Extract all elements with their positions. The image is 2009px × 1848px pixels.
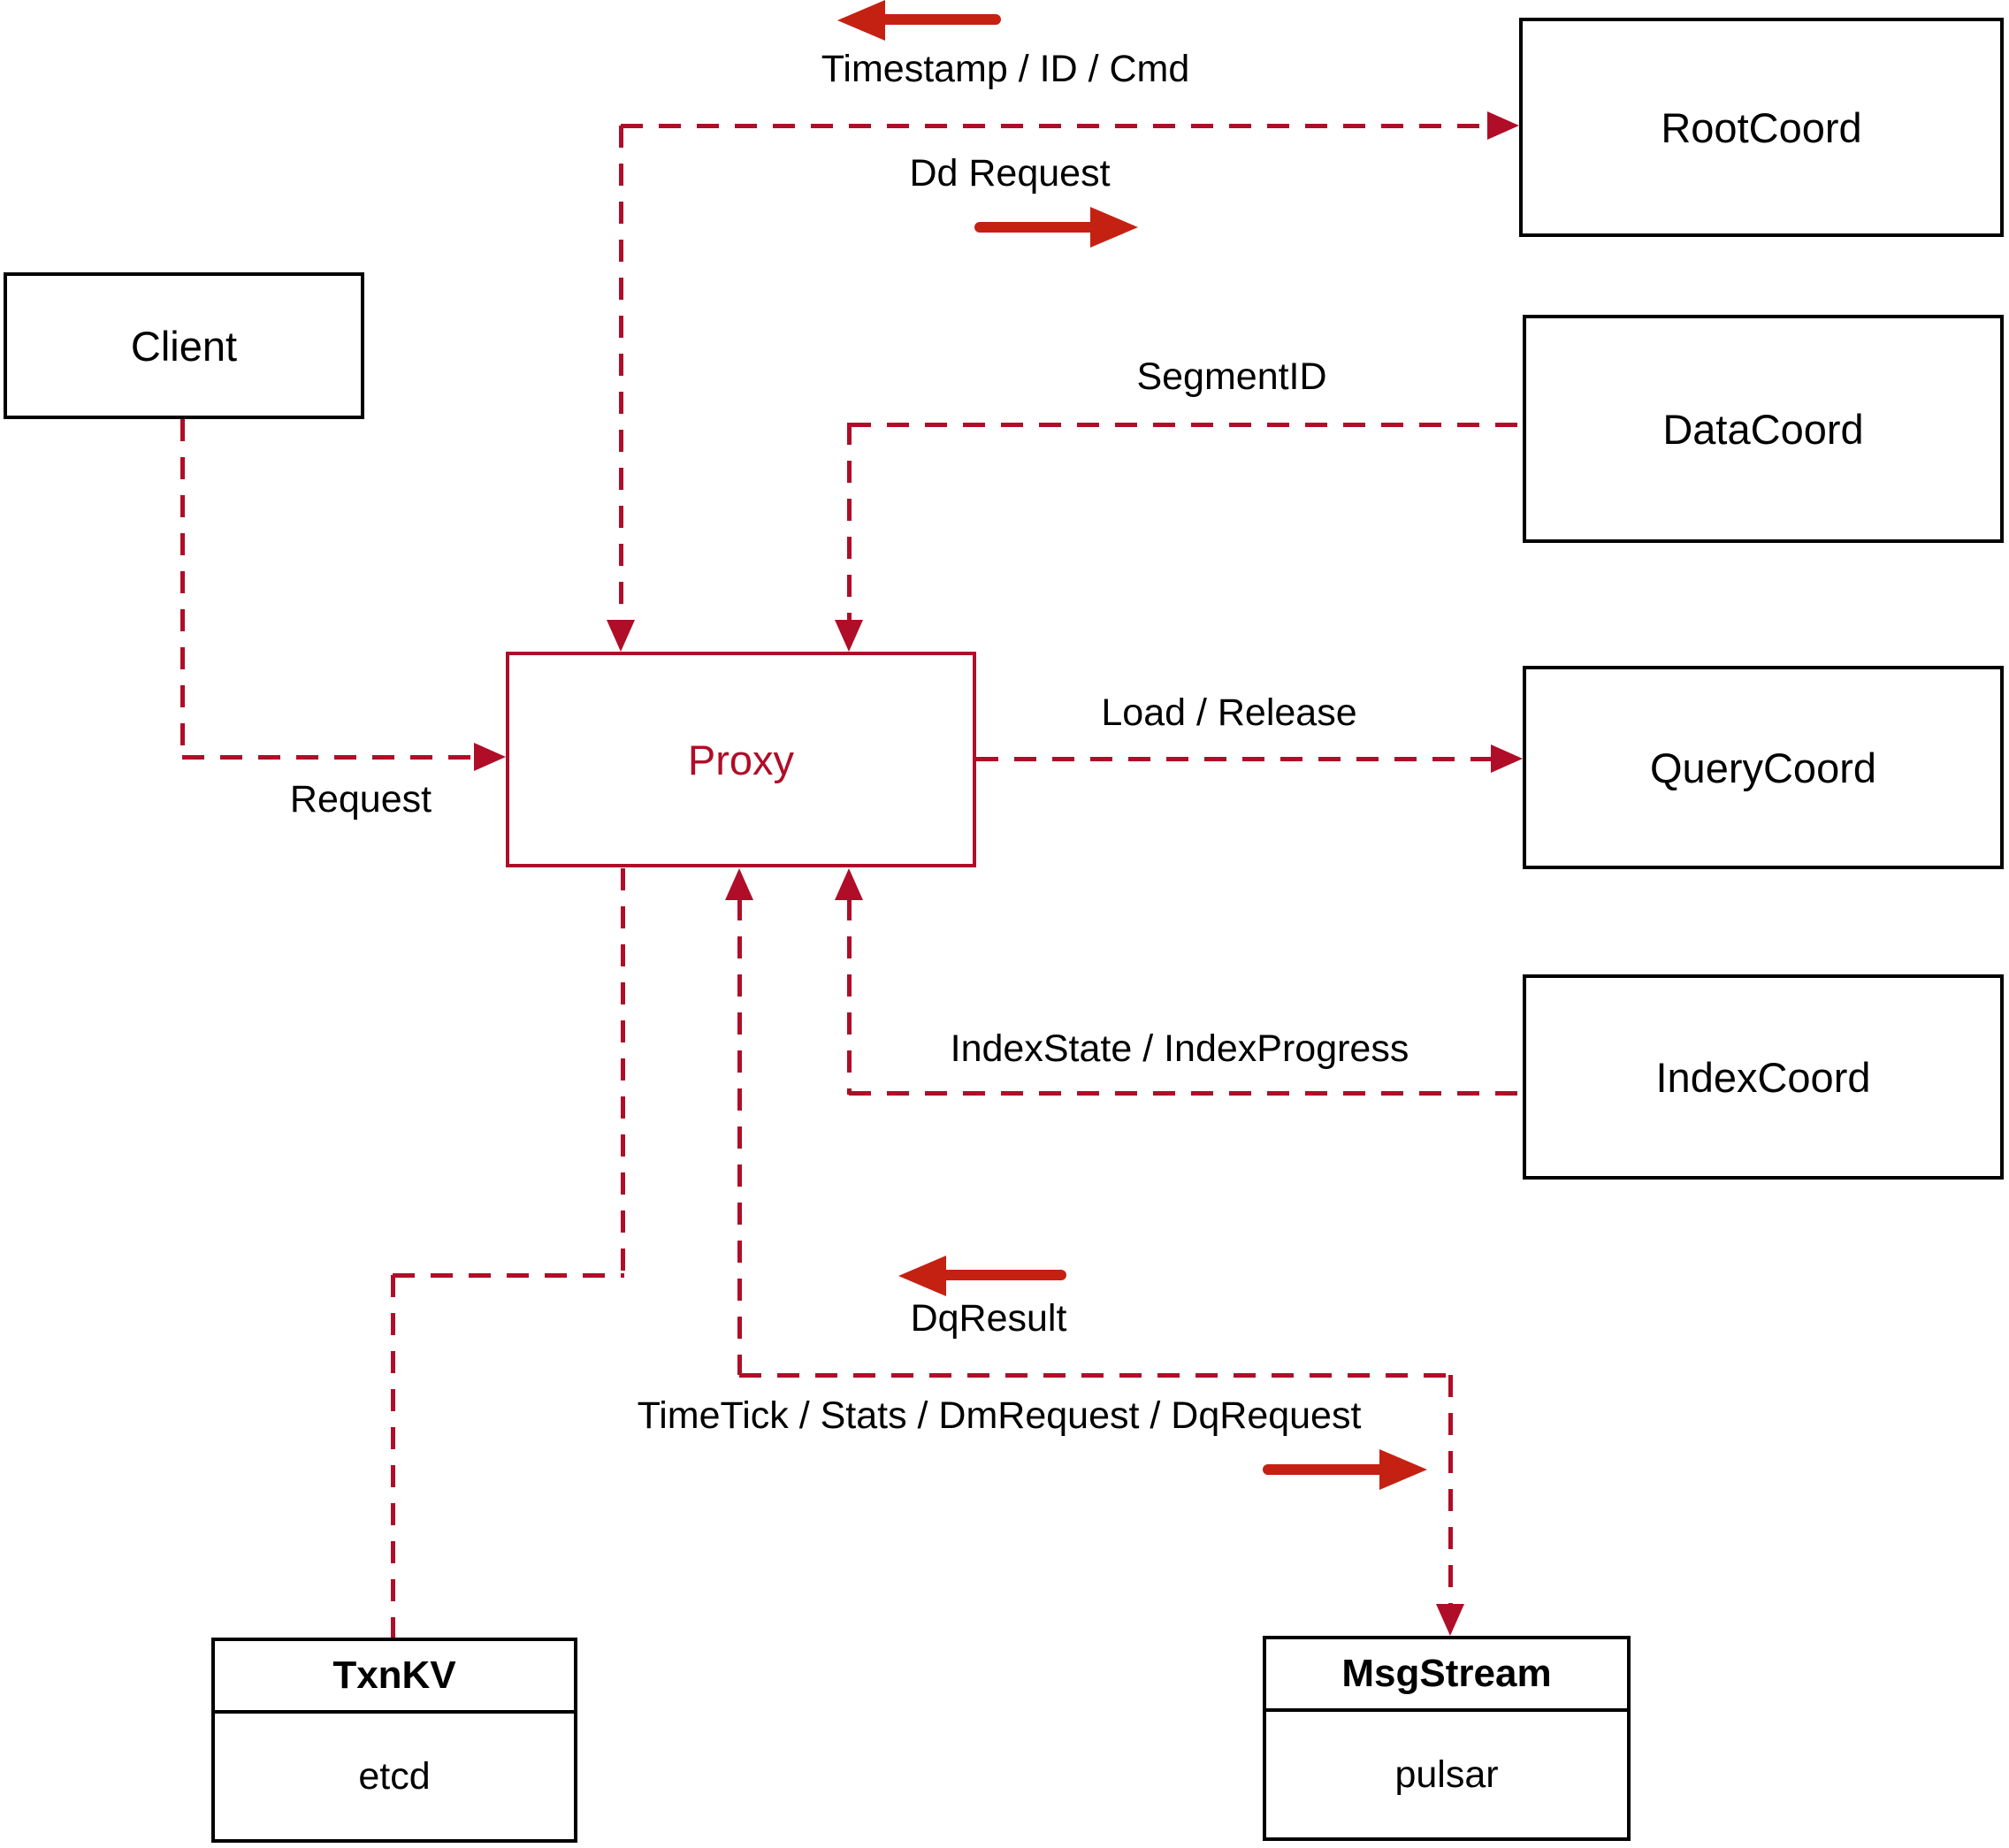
edge-client-proxy-vertical	[180, 419, 185, 757]
direction-arrow-left-icon	[837, 0, 885, 41]
direction-arrow-right-shaft	[974, 222, 1096, 233]
arrowhead-right-icon	[1487, 111, 1519, 140]
node-rootcoord: RootCoord	[1519, 18, 2004, 237]
edge-label-dd-request: Dd Request	[909, 152, 1111, 195]
arrowhead-down-icon	[835, 620, 863, 652]
node-client-label: Client	[130, 322, 238, 370]
node-datacoord: DataCoord	[1523, 315, 2004, 543]
edge-proxy-querycoord-horizontal	[976, 757, 1493, 761]
node-client: Client	[4, 272, 364, 419]
edge-datacoord-proxy-vertical	[847, 423, 852, 622]
node-indexcoord-label: IndexCoord	[1655, 1053, 1871, 1101]
arrowhead-up-icon	[725, 868, 753, 900]
edge-label-segment-id: SegmentID	[1136, 355, 1327, 398]
arrowhead-right-icon	[1491, 745, 1523, 773]
node-txnkv-title: TxnKV	[215, 1641, 574, 1714]
edge-client-proxy-horizontal	[182, 755, 476, 760]
direction-arrow-left-icon	[898, 1256, 946, 1296]
direction-arrow-right-shaft	[1263, 1464, 1385, 1475]
edge-label-request: Request	[289, 778, 432, 821]
edge-label-index-state: IndexState / IndexProgress	[950, 1027, 1409, 1070]
node-querycoord: QueryCoord	[1523, 666, 2004, 869]
direction-arrow-right-icon	[1379, 1449, 1427, 1490]
arrowhead-down-icon	[607, 620, 635, 652]
edge-indexcoord-proxy-vertical	[847, 898, 852, 1095]
direction-arrow-left-shaft	[941, 1270, 1066, 1280]
edge-label-dq-result: DqResult	[910, 1297, 1067, 1340]
direction-arrow-left-shaft	[880, 14, 1001, 25]
edge-proxy-txnkv-vertical-lower	[391, 1275, 395, 1638]
node-txnkv: TxnKV etcd	[211, 1638, 577, 1843]
node-txnkv-body: etcd	[358, 1754, 431, 1798]
node-msgstream: MsgStream pulsar	[1263, 1636, 1631, 1841]
edge-label-time-tick: TimeTick / Stats / DmRequest / DqRequest	[637, 1394, 1362, 1437]
direction-arrow-right-icon	[1090, 207, 1138, 248]
edge-proxy-txnkv-vertical-upper	[621, 868, 625, 1275]
edge-datacoord-proxy-horizontal	[849, 423, 1523, 427]
arrowhead-up-icon	[835, 868, 863, 900]
edge-proxy-msgstream-vertical-upper	[737, 898, 742, 1375]
edge-label-load-release: Load / Release	[1101, 691, 1357, 734]
node-rootcoord-label: RootCoord	[1661, 103, 1862, 151]
node-indexcoord: IndexCoord	[1523, 974, 2004, 1180]
edge-proxy-msgstream-vertical-lower	[1448, 1375, 1453, 1606]
edge-label-timestamp: Timestamp / ID / Cmd	[821, 48, 1190, 90]
node-msgstream-body: pulsar	[1394, 1753, 1499, 1796]
node-proxy-label: Proxy	[687, 736, 795, 783]
edge-indexcoord-proxy-horizontal	[849, 1091, 1523, 1096]
edge-proxy-rootcoord-horizontal	[621, 124, 1496, 128]
node-querycoord-label: QueryCoord	[1650, 744, 1876, 791]
edge-proxy-msgstream-horizontal	[739, 1373, 1452, 1378]
node-proxy: Proxy	[506, 652, 976, 867]
edge-proxy-txnkv-horizontal	[393, 1273, 624, 1278]
arrowhead-right-icon	[474, 743, 506, 771]
node-msgstream-title: MsgStream	[1266, 1639, 1627, 1712]
node-datacoord-label: DataCoord	[1662, 405, 1864, 453]
edge-proxy-rootcoord-vertical	[619, 126, 623, 625]
arrowhead-down-icon	[1436, 1604, 1464, 1636]
